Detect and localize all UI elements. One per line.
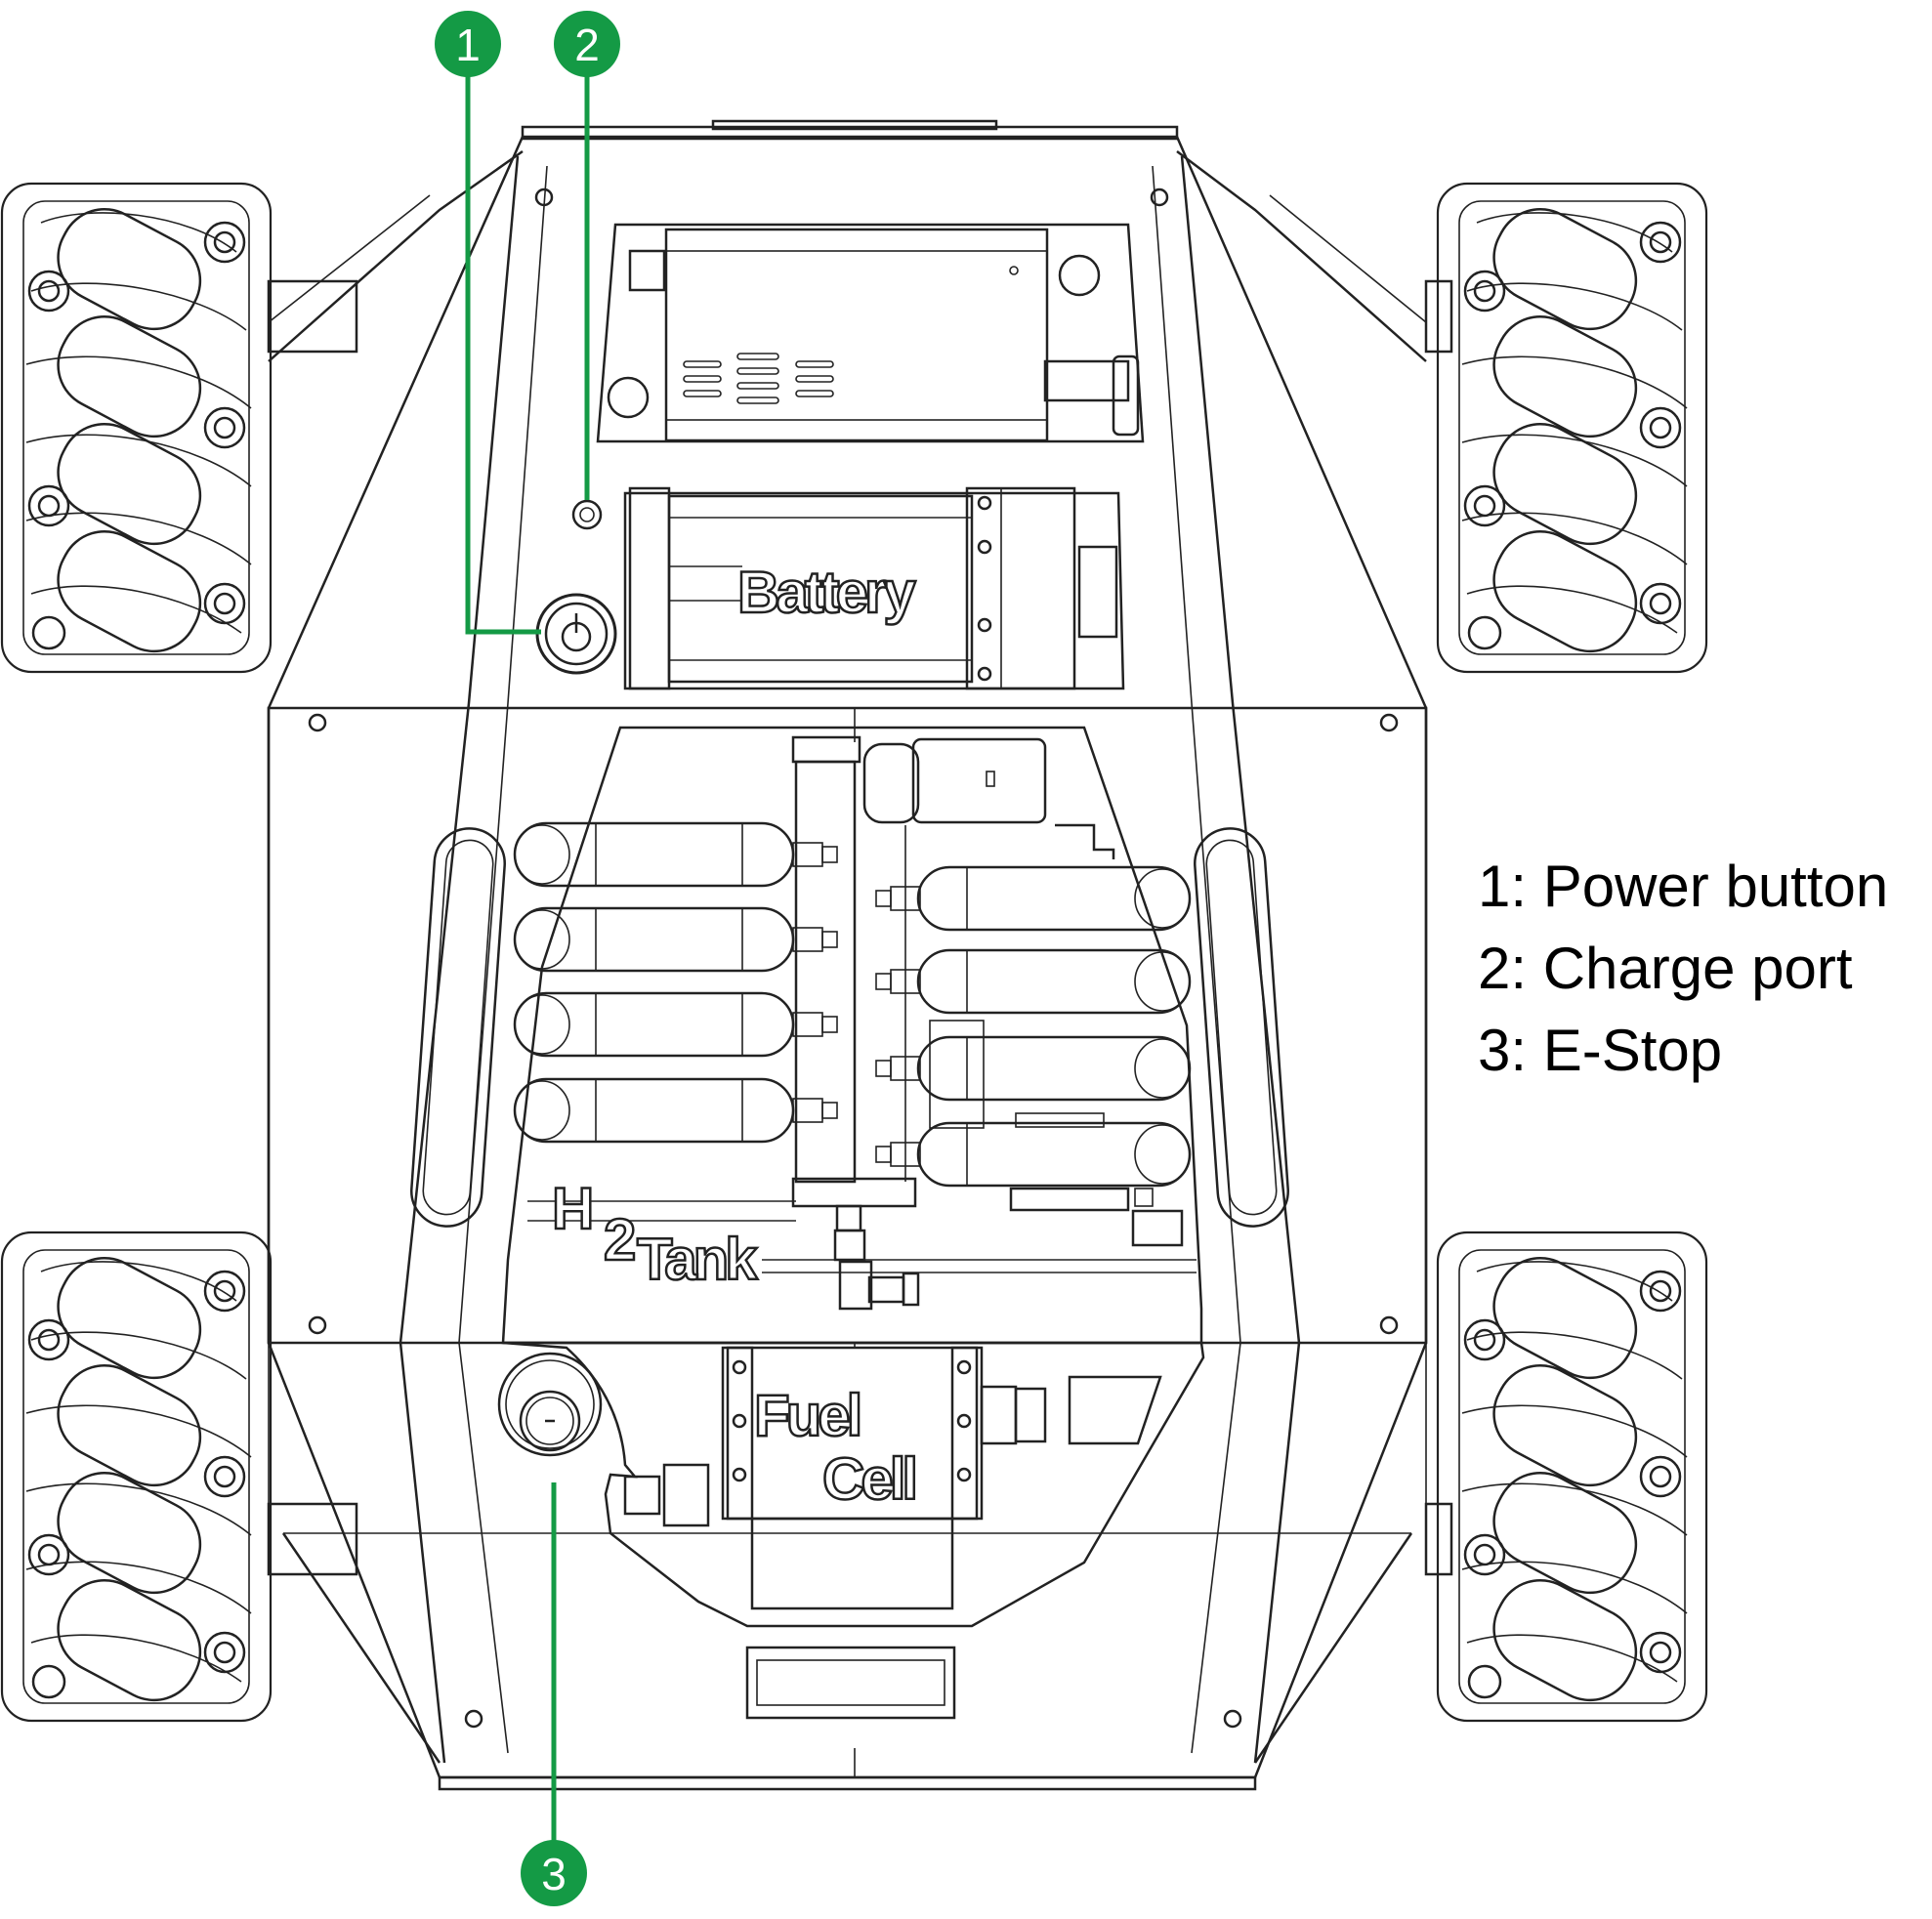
cell-label: Cell: [822, 1446, 914, 1512]
controller-unit: [596, 223, 1145, 443]
legend-item-charge-port: 2: Charge port: [1478, 936, 1853, 1001]
tank-label: Tank: [637, 1227, 758, 1292]
wheel-front-right: [1436, 182, 1708, 674]
wheel-front-left: [0, 182, 273, 674]
legend-item-power-button: 1: Power button: [1478, 854, 1889, 919]
h2-label: H: [552, 1176, 591, 1241]
battery-label: Battery: [737, 560, 916, 625]
callout-3-number: 3: [541, 1849, 567, 1899]
callout-3-badge: [521, 1840, 587, 1906]
legend-item-e-stop: 3: E-Stop: [1478, 1018, 1723, 1083]
h2-tank-assembly: H 2 Tank: [501, 726, 1203, 1345]
power-button: [535, 593, 617, 675]
callout-3: 3: [521, 1482, 587, 1906]
chassis: [267, 119, 1428, 1791]
callout-1-number: 1: [455, 20, 481, 70]
wheel-rear-right: [1436, 1231, 1708, 1723]
callout-2: 2: [554, 11, 620, 500]
fuel-label: Fuel: [754, 1383, 860, 1448]
callout-1: 1: [435, 11, 541, 635]
callout-2-badge: [554, 11, 620, 77]
callout-1-badge: [435, 11, 501, 77]
callout-2-number: 2: [574, 20, 600, 70]
battery-pack: Battery: [623, 486, 1125, 690]
e-stop-button: [497, 1352, 603, 1457]
wheel-rear-left: [0, 1231, 273, 1723]
charge-port: [571, 499, 603, 530]
fuel-cell-assembly: Fuel Cell: [497, 1341, 1205, 1720]
callout-legend: 1: Power button 2: Charge port 3: E-Stop: [1478, 846, 1888, 1092]
h2-subscript-label: 2: [604, 1207, 634, 1272]
